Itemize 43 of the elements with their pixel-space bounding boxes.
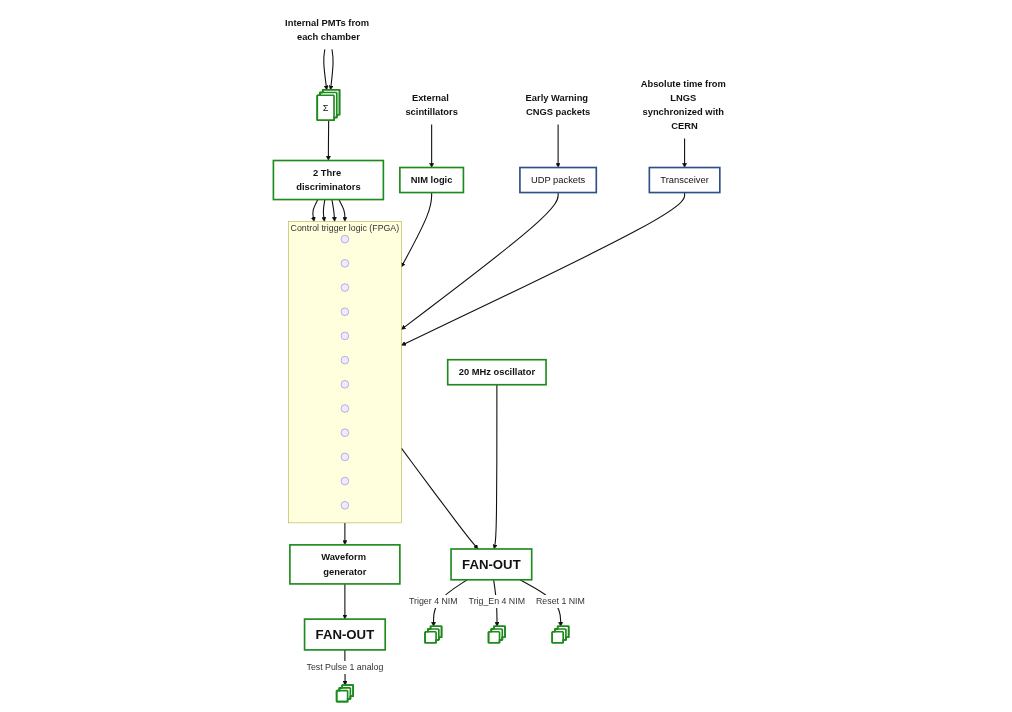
arrow	[400, 447, 478, 550]
node-circle	[340, 356, 349, 365]
cluster: Control trigger logic (FPGA)	[287, 221, 402, 524]
arrow	[400, 192, 432, 268]
arrow	[342, 522, 347, 546]
node-text: Absolute time from LNGS synchronized with CERN	[640, 78, 726, 132]
node-circle	[340, 283, 349, 292]
node-circle	[340, 331, 349, 341]
node-circle	[340, 476, 349, 486]
arrow	[555, 123, 561, 168]
edge-label: Reset 1 NIM	[535, 596, 585, 606]
node-circle	[340, 404, 349, 413]
node-box: FAN-OUT	[449, 548, 533, 581]
arrow	[320, 199, 326, 222]
arrow	[310, 199, 318, 222]
arrow	[330, 199, 337, 222]
arrow	[342, 583, 347, 620]
node-circle	[340, 380, 349, 389]
node-circle	[340, 428, 349, 437]
node-box: 2 Thre discriminators	[272, 159, 384, 201]
node-text: Early Warning CNGS packets	[525, 92, 590, 118]
node-box: NIM logic	[398, 166, 464, 194]
arrow	[492, 384, 497, 550]
node-box: FAN-OUT	[303, 618, 386, 651]
node-box: Transceiver	[648, 166, 721, 194]
node-box: 20 MHz oscillator	[446, 358, 547, 386]
arrow	[337, 199, 347, 222]
node-circle	[340, 452, 349, 461]
arrow	[681, 137, 687, 168]
edge-label: Test Pulse 1 analog	[306, 662, 383, 672]
arrow	[428, 123, 434, 168]
arrow	[400, 192, 685, 346]
node-circle	[340, 307, 349, 316]
node-text: External scintillators	[404, 92, 458, 118]
node-text: Internal PMTs from each chamber	[284, 17, 369, 43]
node-box: UDP packets	[518, 166, 597, 194]
node-circle	[340, 259, 349, 268]
edge-label: Triger 4 NIM	[408, 596, 458, 606]
node-box: Waveform generator	[288, 544, 401, 585]
node-circle	[340, 501, 349, 510]
edge-label: Trig_En 4 NIM	[468, 596, 525, 606]
node-circle	[340, 235, 349, 244]
arrow	[400, 192, 559, 330]
